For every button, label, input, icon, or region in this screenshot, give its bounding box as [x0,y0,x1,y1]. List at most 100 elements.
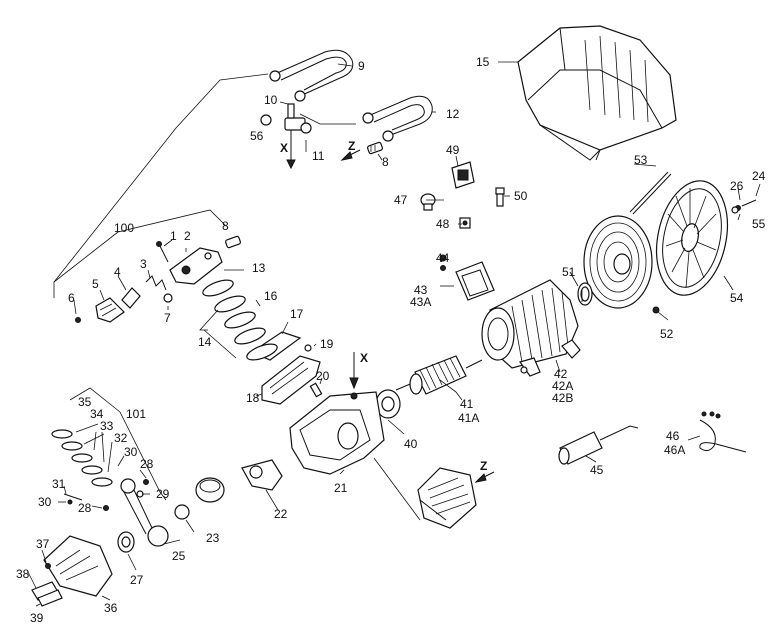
tee-fitting-part [260,103,312,170]
marker-z-bottom: Z [480,459,487,473]
screw-44-part [440,265,446,271]
screw-19-part [304,344,312,352]
callout-18: 18 [246,391,260,405]
z-arrow-top [340,149,361,161]
fan-guard-part [583,215,660,314]
callout-13: 13 [252,261,266,275]
callout-48: 48 [436,217,450,231]
crank-plate-part [241,459,283,491]
callout-37: 37 [36,537,50,551]
callout-51: 51 [562,265,576,279]
callout-14: 14 [198,335,212,349]
callout-27: 27 [130,573,144,587]
fan-shroud-part [517,25,677,161]
callout-43: 43 [414,283,428,297]
callout-42: 42 [554,367,568,381]
capacitor-part [558,425,639,465]
callout-49: 49 [446,143,460,157]
callout-55: 55 [752,217,766,231]
head-cover-part [169,247,223,285]
pressure-switch-part [451,161,475,189]
callout-47: 47 [394,193,408,207]
callout-21: 21 [334,481,348,495]
marker-x-mid: X [360,351,368,365]
plug-part [495,187,505,207]
marker-x-top: X [280,141,288,155]
valve-gaskets-part [202,279,278,361]
callout-50: 50 [514,189,528,203]
terminal-box-part [439,254,495,301]
callout-101: 101 [126,407,146,421]
callout-45: 45 [590,463,604,477]
callout-29: 29 [156,487,170,501]
callout-33: 33 [100,419,114,433]
callout-labels: 1 2 3 4 5 6 7 8 8 9 10 11 12 13 14 15 16… [16,55,766,625]
callout-35: 35 [78,395,92,409]
leader-lines [27,61,761,607]
callout-15: 15 [476,55,490,69]
nut-7-part [163,293,173,303]
tie-rod-part [629,171,672,215]
callout-54: 54 [730,291,744,305]
callout-19: 19 [320,337,334,351]
callout-26: 26 [730,179,744,193]
callout-28-right: 28 [140,457,154,471]
callout-24: 24 [752,169,766,183]
callout-53: 53 [634,153,648,167]
callout-3: 3 [140,257,147,271]
rotor-part [395,355,483,395]
bolt-1-part [156,241,169,263]
callout-40: 40 [404,437,418,451]
callout-32: 32 [114,431,128,445]
callout-39: 39 [30,611,44,625]
bearing-27-part [117,531,135,553]
callout-31: 31 [52,477,66,491]
callout-1: 1 [170,229,177,243]
callout-11: 11 [312,149,325,163]
pin-28-part [103,479,149,511]
spring-3-part [145,275,167,291]
callout-30-right: 30 [124,445,138,459]
callout-5: 5 [92,277,99,291]
valve-plate-part [261,355,321,405]
callout-38: 38 [16,567,30,581]
knob-part [420,193,436,211]
callout-22: 22 [274,507,288,521]
callout-100: 100 [114,221,134,235]
callout-52: 52 [660,327,674,341]
cooling-fan-part [656,180,728,296]
callout-30-left: 30 [38,495,52,509]
wire-46-part [699,411,747,453]
callout-8-left: 8 [222,219,229,233]
callout-28-left: 28 [78,501,92,515]
callout-44: 44 [436,251,450,265]
callout-6: 6 [68,291,75,305]
fitting-8-top-part [367,141,383,155]
callout-10: 10 [264,93,278,107]
nut-48-part [459,217,471,229]
piston-rings-part [51,429,113,505]
callout-43a: 43A [410,295,431,309]
callout-46a: 46A [664,443,685,457]
callout-17: 17 [290,307,304,321]
callout-42a: 42A [552,379,573,393]
bearing-ring-51-part [577,282,593,306]
bolt-20-part [309,382,323,398]
callout-23: 23 [206,531,220,545]
motor-housing-part [481,279,581,377]
screws-24-26-55-part [731,199,757,214]
marker-z-top: Z [348,139,355,153]
connecting-rod-part [120,478,169,547]
callout-8-top: 8 [382,155,389,169]
z-arrow-bottom [474,471,495,483]
callout-7: 7 [164,311,171,325]
callout-4: 4 [114,265,121,279]
callout-34: 34 [90,407,104,421]
cylinder-head-part [417,467,477,529]
fitting-8-left-part [225,235,241,249]
block-5-part [95,297,125,323]
callout-16: 16 [264,289,278,303]
callout-41: 41 [460,397,474,411]
screw-6-part [75,317,81,323]
